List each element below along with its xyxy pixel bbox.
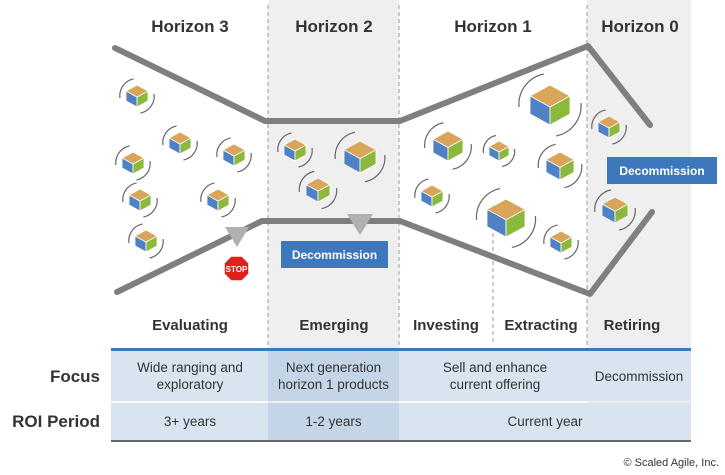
focus-horizon1: Sell and enhance current offering [442,360,548,392]
stop-sign-icon: STOP [223,255,250,282]
epic-cube-icon [115,145,151,181]
stage-investing: Investing [413,317,479,334]
epic-cube-icon [518,73,582,137]
horizon1-title: Horizon 1 [454,17,532,36]
epic-cube-icon [482,134,516,168]
epic-cube-icon [122,182,158,218]
horizon3-title: Horizon 3 [151,17,229,36]
table-bottom-rule [111,440,691,442]
stage-emerging: Emerging [299,317,369,334]
epic-cube-icon [119,78,155,114]
gate-triangle-h3 [225,227,249,247]
epic-cubes [115,73,636,260]
epic-cube-icon [128,223,164,259]
epic-cube-icon [277,132,313,168]
epic-cube-icon [200,182,236,218]
copyright-notice: © Scaled Agile, Inc. [623,457,719,469]
focus-row-label: Focus [49,367,100,386]
table-top-rule [111,348,691,351]
gate-triangle-h2 [347,214,373,235]
epic-cube-icon [216,137,252,173]
roi-horizon1-0: Current year [507,414,583,429]
stage-evaluating: Evaluating [152,317,228,334]
epic-cube-icon [298,170,338,210]
stage-extracting: Extracting [504,317,578,334]
roi-horizon2: 1-2 years [305,414,362,429]
stage-retiring: Retiring [603,317,661,334]
focus-horizon3: Wide ranging and exploratory [137,360,243,392]
horizon2-title: Horizon 2 [295,17,373,36]
focus-horizon2: Next generation horizon 1 products [277,360,390,392]
epic-cube-icon [162,125,198,161]
epic-cube-icon [424,122,472,170]
stop-sign-text: STOP [226,265,248,274]
roi-row-label: ROI Period [12,412,100,431]
focus-horizon0: Decommission [594,368,684,384]
roi-horizon3: 3+ years [163,414,217,429]
focus-row-bg [111,351,691,401]
horizon0-title: Horizon 0 [601,17,679,36]
epic-cube-icon [543,224,579,260]
decommission-callout-h0: Decommission [607,157,717,184]
epic-cube-icon [537,143,583,189]
epic-cube-icon [475,187,537,249]
epic-cube-icon [594,189,636,231]
roi-row-bg [111,403,691,440]
roi-row-h2-bg [268,403,399,440]
epic-cube-icon [591,109,627,145]
decommission-callout-h2: Decommission [281,241,388,268]
focus-row-h2-bg [268,351,399,401]
epic-cube-icon [414,178,450,214]
funnel-outline [112,43,655,297]
epic-cube-icon [334,131,386,183]
